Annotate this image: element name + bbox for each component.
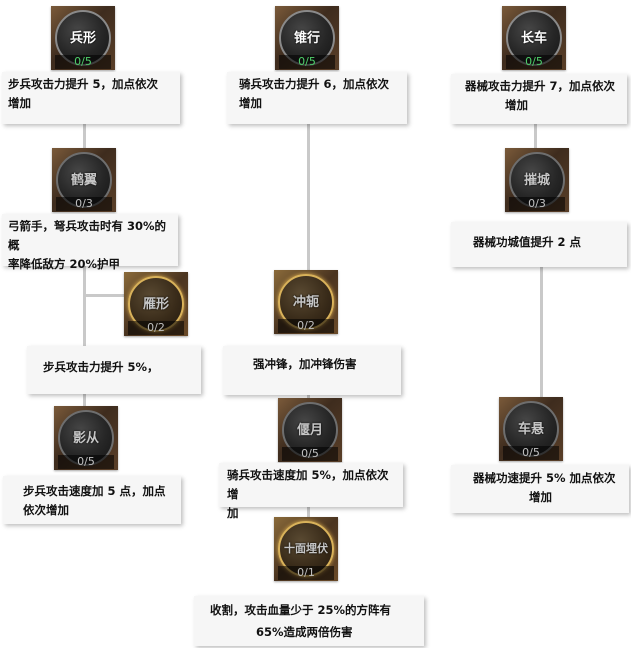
skill-desc-line: 依次增加: [23, 503, 69, 517]
skill-desc-line: 增加: [8, 96, 31, 110]
connector-line: [540, 267, 543, 397]
skill-name: 摧城: [523, 173, 550, 188]
skill-desc-line: 增加: [505, 98, 528, 112]
skill-node-yanyue[interactable]: 偃月 0/5: [278, 398, 342, 462]
skill-name: 车悬: [517, 422, 544, 437]
skill-level: 0/5: [282, 447, 338, 461]
skill-level: 0/3: [509, 197, 565, 211]
skill-desc-line: 步兵攻击速度加 5 点，加点: [23, 484, 166, 498]
skill-desc-bingxing: 步兵攻击力提升 5，加点依次 增加: [2, 72, 180, 124]
skill-desc-line: 骑兵攻击速度加 5%，加点依次增: [227, 468, 389, 501]
skill-name: 冲轭: [292, 295, 319, 310]
skill-desc-line: 强冲锋，加冲锋伤害: [253, 357, 357, 371]
skill-level: 0/5: [503, 446, 559, 460]
skill-name: 十面埋伏: [284, 542, 328, 555]
skill-node-changche[interactable]: 长车 0/5: [502, 6, 566, 70]
connector-line: [307, 395, 310, 400]
skill-name: 兵形: [69, 31, 96, 46]
connector-line: [534, 124, 537, 148]
skill-level: 0/2: [128, 321, 184, 335]
skill-desc-zhuixing: 骑兵攻击力提升 6，加点依次 增加: [227, 72, 407, 124]
skill-desc-chexuan: 器械功速提升 5% 加点依次 增加: [451, 465, 629, 513]
skill-desc-line: 器械功城值提升 2 点: [473, 235, 582, 249]
skill-desc-line: 步兵攻击力提升 5%，: [43, 360, 159, 374]
skill-level: 0/5: [279, 55, 335, 69]
skill-name: 雁形: [142, 297, 169, 312]
skill-desc-yanxing: 步兵攻击力提升 5%，: [27, 346, 201, 394]
skill-desc-line: 65%造成两倍伤害: [256, 625, 353, 639]
skill-name: 锥行: [293, 31, 320, 46]
skill-desc-line: 器械攻击力提升 7，加点依次: [465, 79, 616, 93]
skill-desc-line: 步兵攻击力提升 5，加点依次: [8, 77, 159, 91]
skill-node-yanxing[interactable]: 雁形 0/2: [124, 272, 188, 336]
connector-line: [83, 394, 86, 406]
skill-name: 偃月: [296, 423, 323, 438]
skill-name: 影从: [72, 431, 99, 446]
skill-desc-line: 增加: [529, 490, 552, 504]
skill-node-shimian[interactable]: 十面埋伏 0/1: [274, 517, 338, 581]
skill-node-cuicheng[interactable]: 摧城 0/3: [505, 148, 569, 212]
skill-desc-line: 收割，攻击血量少于 25%的方阵有: [210, 603, 392, 617]
skill-level: 0/1: [278, 566, 334, 580]
skill-desc-yingcong: 步兵攻击速度加 5 点，加点 依次增加: [3, 476, 181, 524]
skill-desc-yanyue: 骑兵攻击速度加 5%，加点依次增 加: [219, 463, 403, 520]
connector-line: [307, 124, 310, 270]
connector-line: [83, 266, 86, 346]
skill-level: 0/5: [506, 55, 562, 69]
skill-node-chongge[interactable]: 冲轭 0/2: [274, 270, 338, 334]
skill-level: 0/2: [278, 319, 334, 333]
skill-desc-chongge: 强冲锋，加冲锋伤害: [223, 346, 401, 395]
skill-node-yingcong[interactable]: 影从 0/5: [54, 406, 118, 470]
skill-level: 0/3: [56, 197, 112, 211]
skill-name: 长车: [520, 31, 547, 46]
skill-node-zhuixing[interactable]: 锥行 0/5: [275, 6, 339, 70]
skill-level: 0/5: [58, 455, 114, 469]
skill-desc-cuicheng: 器械功城值提升 2 点: [451, 222, 627, 267]
skill-desc-line: 增加: [239, 96, 262, 110]
connector-line: [307, 505, 310, 517]
skill-desc-line: 率降低敌方 20%护甲: [8, 257, 121, 271]
skill-desc-line: 骑兵攻击力提升 6，加点依次: [239, 77, 390, 91]
skill-node-bingxing[interactable]: 兵形 0/5: [51, 6, 115, 70]
skill-desc-line: 器械功速提升 5% 加点依次: [473, 471, 616, 485]
skill-desc-shimian: 收割，攻击血量少于 25%的方阵有 65%造成两倍伤害: [194, 596, 424, 646]
skill-level: 0/5: [55, 55, 111, 69]
skill-node-chexuan[interactable]: 车悬 0/5: [499, 397, 563, 461]
skill-desc-heyi: 弓箭手，弩兵攻击时有 30%的概 率降低敌方 20%护甲: [2, 214, 178, 271]
skill-desc-line: 弓箭手，弩兵攻击时有 30%的概: [8, 219, 167, 252]
skill-name: 鹤翼: [70, 173, 97, 188]
connector-line: [83, 124, 86, 148]
skill-desc-changche: 器械攻击力提升 7，加点依次 增加: [451, 74, 627, 124]
skill-desc-line: 加: [227, 506, 239, 520]
skill-node-heyi[interactable]: 鹤翼 0/3: [52, 148, 116, 212]
connector-line: [86, 294, 124, 297]
